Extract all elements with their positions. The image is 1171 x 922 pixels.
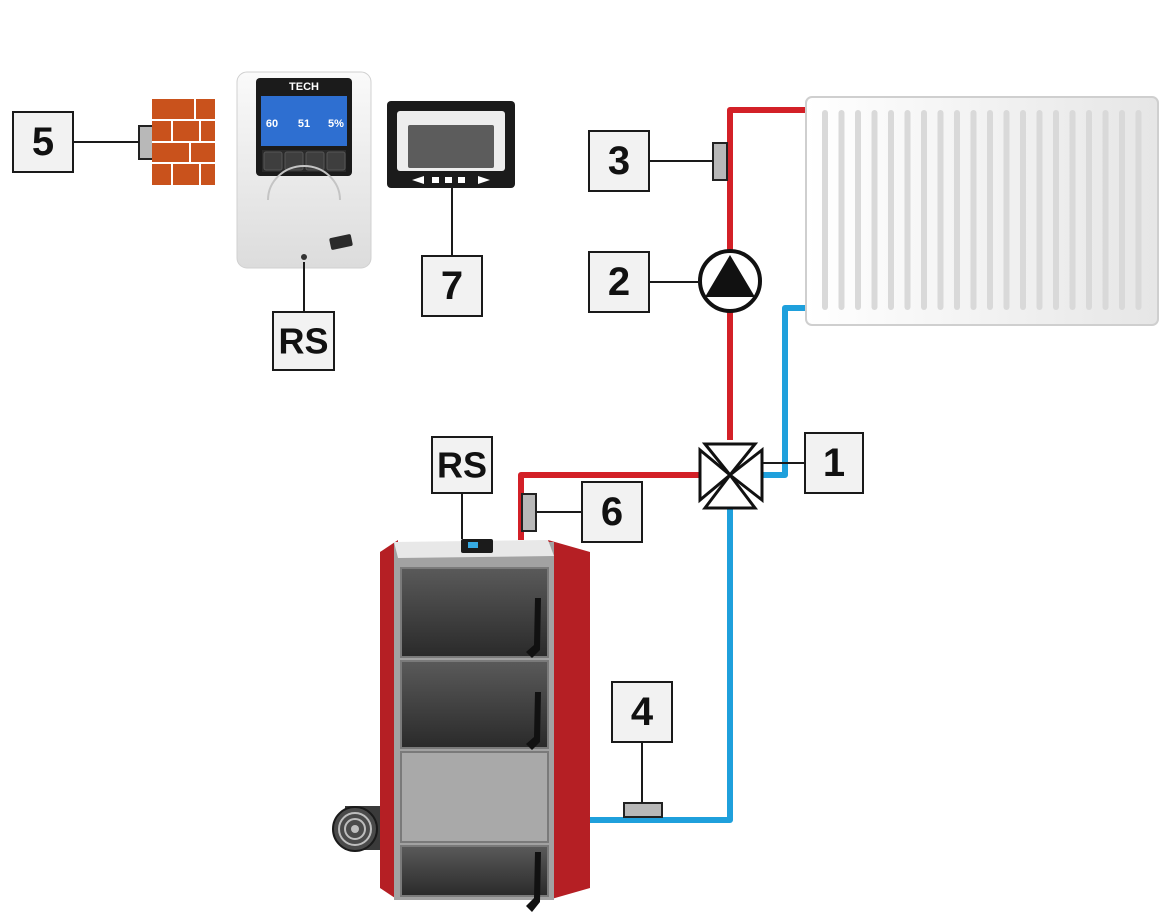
screen-value-2: 51 <box>298 118 310 130</box>
svg-text:7: 7 <box>441 264 463 308</box>
three-way-valve-icon <box>698 442 764 510</box>
room-regulator-screen <box>408 125 494 168</box>
cold-boiler-return-pipe <box>588 505 733 823</box>
label-rs-boiler: RS <box>431 436 493 494</box>
controller-indicator <box>301 254 307 260</box>
pump-icon <box>698 249 762 313</box>
radiator-fin <box>1020 110 1026 310</box>
controller-screen <box>261 96 347 146</box>
radiator-fin <box>921 110 927 310</box>
room-regulator <box>387 101 515 188</box>
label-5: 5 <box>12 111 74 173</box>
radiator-fin <box>904 110 911 310</box>
svg-text:RS: RS <box>278 321 328 362</box>
radiator-fin <box>822 110 828 310</box>
valve-controller: TECH 60 51 5% <box>236 71 372 269</box>
radiator-fin <box>1119 110 1125 310</box>
radiator-fin <box>855 110 861 310</box>
label-4: 4 <box>611 681 673 743</box>
hot-supply-pipe <box>727 107 808 440</box>
controller-brand: TECH <box>289 81 319 93</box>
radiator-fin <box>987 110 993 310</box>
radiator-fin <box>1069 110 1076 310</box>
svg-text:3: 3 <box>608 139 630 183</box>
blower-fan-icon <box>332 806 380 852</box>
label-2: 2 <box>588 251 650 313</box>
boiler-sensor <box>521 493 537 532</box>
label-7: 7 <box>421 255 483 317</box>
svg-text:1: 1 <box>823 441 845 485</box>
boiler-door-bottom <box>400 845 549 897</box>
valve-sensor <box>712 142 728 181</box>
radiator-fin <box>1003 110 1010 310</box>
controller-buttons[interactable] <box>263 151 346 171</box>
radiator-fin <box>1086 110 1092 310</box>
radiator-fin <box>888 110 894 310</box>
label-3: 3 <box>588 130 650 192</box>
cold-radiator-return-pipe <box>763 305 808 478</box>
label-6: 6 <box>581 481 643 543</box>
label-1: 1 <box>804 432 864 494</box>
radiator-fin <box>1135 110 1142 310</box>
radiator-fin <box>954 110 960 310</box>
radiator-fins <box>822 110 1142 310</box>
svg-text:6: 6 <box>601 490 623 534</box>
svg-text:4: 4 <box>631 690 654 734</box>
leader-lines <box>73 141 805 803</box>
return-sensor <box>623 802 663 818</box>
radiator-fin <box>1036 110 1043 310</box>
radiator-fin <box>1102 110 1109 310</box>
screen-value-3: 5% <box>328 118 344 130</box>
radiator-fin <box>838 110 845 310</box>
radiator <box>805 96 1159 326</box>
external-sensor <box>138 125 154 160</box>
boiler <box>332 539 590 912</box>
radiator-fin <box>871 110 878 310</box>
svg-text:2: 2 <box>608 260 630 304</box>
boiler-ash-space <box>400 751 549 843</box>
boiler-door-top <box>400 567 549 658</box>
brick-wall-icon <box>152 99 215 185</box>
screen-value-1: 60 <box>266 118 278 130</box>
radiator-fin <box>937 110 944 310</box>
label-rs-controller: RS <box>272 311 335 371</box>
door-handle-icon <box>526 598 541 912</box>
svg-text:RS: RS <box>437 445 487 486</box>
controller-label-tag <box>329 234 353 250</box>
svg-text:5: 5 <box>32 120 54 164</box>
radiator-fin <box>970 110 977 310</box>
radiator-fin <box>1053 110 1059 310</box>
boiler-door-middle <box>400 660 549 749</box>
